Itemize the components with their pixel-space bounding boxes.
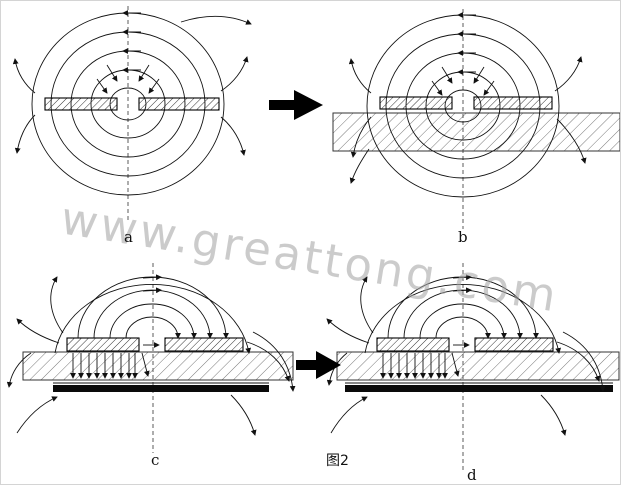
stray-field-lines-b: [348, 56, 587, 184]
panel-label-b: b: [458, 228, 468, 246]
substrate-d: [336, 351, 620, 381]
substrate-b: [332, 112, 620, 152]
ground-plane-c: [53, 382, 269, 392]
field-arcs-c: [54, 274, 252, 354]
trace-left-d: [376, 337, 450, 352]
field-arcs-d: [364, 274, 562, 354]
trace-right-c: [164, 337, 244, 352]
trace-left-a: [44, 97, 118, 111]
trace-left-b: [379, 96, 453, 110]
panel-a: [12, 6, 252, 221]
stray-field-lines-a: [12, 15, 252, 156]
panel-c: [6, 263, 296, 453]
figure-caption: 图2: [326, 453, 349, 469]
trace-right-a: [138, 97, 220, 111]
vertical-field-lines-c: [70, 352, 150, 379]
trace-left-c: [66, 337, 140, 352]
ground-plane-d: [345, 382, 613, 392]
trace-right-b: [473, 96, 553, 110]
trace-right-d: [474, 337, 554, 352]
stray-field-lines-d: [326, 276, 606, 436]
transform-arrow-top: [269, 90, 323, 120]
ring-direction-arrows-a: [96, 10, 160, 94]
vertical-field-lines-d: [380, 352, 460, 379]
substrate-c: [22, 351, 294, 381]
panel-d: [326, 263, 620, 471]
panel-label-d: d: [467, 466, 477, 484]
panel-label-c: c: [151, 451, 159, 469]
panel-b: [332, 9, 620, 229]
watermark-text: www.greattong.com: [57, 192, 562, 323]
transform-arrow-bottom: [296, 351, 341, 379]
panel-label-a: a: [124, 228, 133, 246]
ring-direction-arrows-b: [431, 12, 495, 96]
stray-field-lines-c: [6, 276, 296, 436]
